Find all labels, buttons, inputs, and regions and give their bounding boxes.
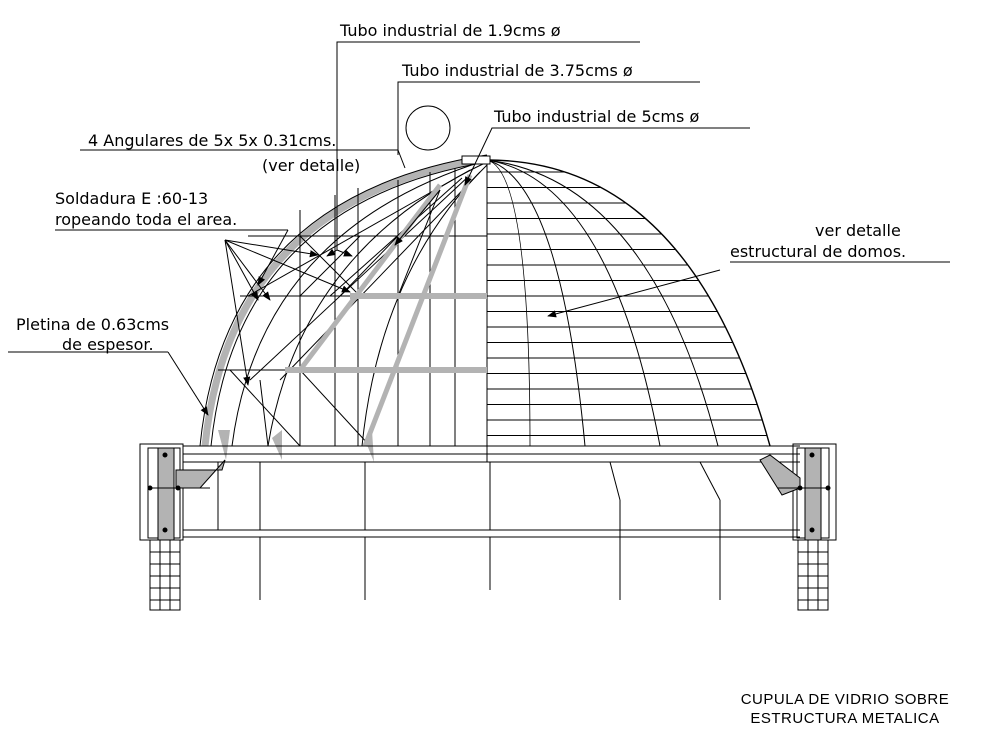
dome-structure-half (199, 105, 491, 462)
label-pletina-2: de espesor. (62, 335, 154, 354)
label-soldadura-2: ropeando toda el area. (55, 210, 238, 229)
title-line-1: CUPULA DE VIDRIO SOBRE (740, 691, 950, 708)
right-support-bracket (759, 443, 837, 611)
label-angulares: 4 Angulares de 5x 5x 0.31cms. (88, 131, 337, 150)
label-detalle-1: ver detalle (815, 221, 901, 240)
dome-glass-half (486, 159, 771, 462)
left-support-bracket (139, 443, 226, 611)
label-tubo-3-75: Tubo industrial de 3.75cms ø (402, 61, 633, 80)
label-underlines (108, 81, 700, 151)
label-ver-detalle: (ver detalle) (262, 156, 361, 175)
drawing-title: CUPULA DE VIDRIO SOBRE ESTRUCTURA METALI… (700, 690, 990, 728)
title-line-2: ESTRUCTURA METALICA (750, 710, 940, 727)
label-soldadura-1: Soldadura E :60-13 (55, 189, 209, 208)
label-detalle-2: estructural de domos. (730, 242, 907, 261)
label-tubo-5: Tubo industrial de 5cms ø (494, 107, 700, 126)
label-pletina-1: Pletina de 0.63cms (16, 315, 170, 334)
label-tubo-1-9: Tubo industrial de 1.9cms ø (340, 21, 561, 40)
ring-beam-base (183, 445, 800, 600)
